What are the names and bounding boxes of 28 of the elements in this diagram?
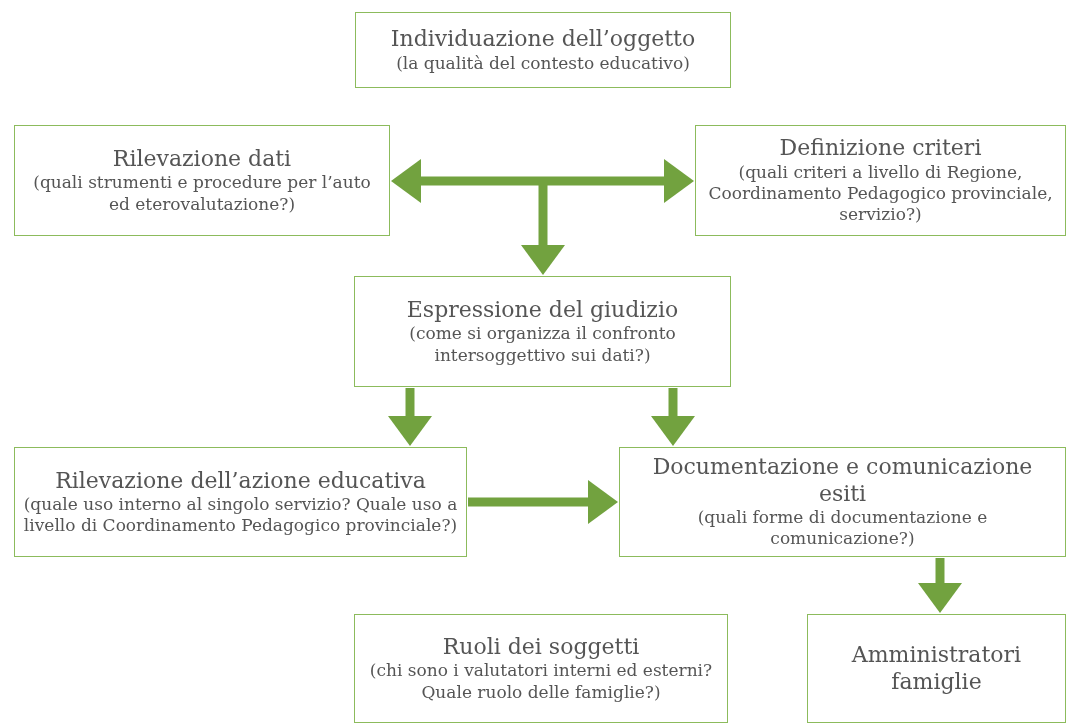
box-heading: Rilevazione dati: [112, 146, 292, 173]
box-question: (quali criteri a livello di Regione, Coordinamento Pedagogico provinciale, servizio?): [707, 161, 1054, 226]
arrow: [918, 558, 962, 613]
process-box: [695, 125, 1066, 236]
process-box: [354, 614, 728, 723]
box-heading: Documentazione e comunicazione esiti: [651, 454, 1034, 508]
process-box: [354, 276, 731, 387]
arrow: [388, 388, 432, 446]
box-question: (la qualità del contesto educativo): [396, 52, 690, 74]
process-box: [619, 447, 1066, 557]
box-heading: Amministratori famiglie: [850, 642, 1023, 695]
process-box: [14, 125, 390, 236]
process-box: [807, 614, 1066, 723]
arrow: [651, 388, 695, 446]
box-heading: Rilevazione dell’azione educativa: [55, 467, 426, 494]
box-question: (come si organizza il confronto intersoggettivo sui dati?): [408, 323, 677, 366]
box-heading: Individuazione dell’oggetto: [390, 26, 696, 53]
process-box: [14, 447, 467, 557]
box-heading: Espressione del giudizio: [406, 297, 679, 324]
box-question: (chi sono i valutatori interni ed esterni? Quale ruolo delle famiglie?): [368, 660, 714, 703]
box-question: (quali forme di documentazione e comunicazione?): [696, 507, 989, 550]
box-heading: Ruoli dei soggetti: [442, 634, 640, 661]
arrow: [391, 159, 694, 203]
process-box: [355, 12, 731, 88]
box-question: (quale uso interno al singolo servizio? Quale uso a livello di Coordinamento Pedagogico provinciale?): [23, 493, 458, 537]
arrow: [468, 480, 618, 524]
box-question: (quali strumenti e procedure per l’auto ed eterovalutazione?): [32, 172, 372, 215]
box-heading: Definizione criteri: [779, 135, 982, 162]
